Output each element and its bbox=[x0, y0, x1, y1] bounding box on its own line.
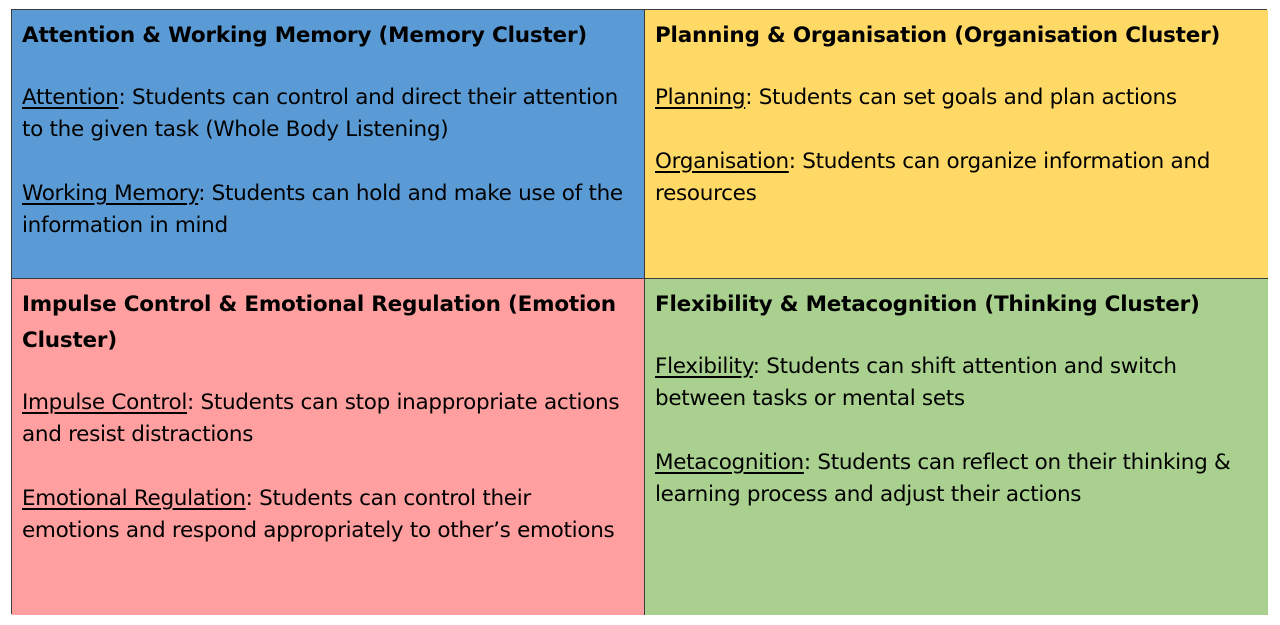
skill-description: Impulse Control: Students can stop inapp… bbox=[22, 387, 634, 451]
executive-function-grid: Attention & Working Memory (Memory Clust… bbox=[11, 9, 1268, 615]
skill-term: Organisation bbox=[655, 149, 789, 174]
skill-definition: : Students can stop inappropriate action… bbox=[22, 390, 620, 447]
skill-definition: : Students can shift attention and switc… bbox=[655, 354, 1177, 411]
skill-term: Flexibility bbox=[655, 354, 753, 379]
skill-description: Metacognition: Students can reflect on t… bbox=[655, 447, 1258, 511]
skill-description: Emotional Regulation: Students can contr… bbox=[22, 483, 634, 547]
skill-description: Flexibility: Students can shift attentio… bbox=[655, 351, 1258, 415]
skill-term: Attention bbox=[22, 85, 119, 110]
skill-term: Metacognition bbox=[655, 450, 804, 475]
thinking-cluster-quadrant: Flexibility & Metacognition (Thinking Cl… bbox=[645, 279, 1268, 615]
skill-term: Impulse Control bbox=[22, 390, 188, 415]
emotion-cluster-quadrant: Impulse Control & Emotional Regulation (… bbox=[12, 279, 645, 615]
skill-definition: : Students can reflect on their thinking… bbox=[655, 450, 1231, 507]
organisation-cluster-quadrant: Planning & Organisation (Organisation Cl… bbox=[645, 10, 1268, 279]
skill-term: Working Memory bbox=[22, 181, 199, 206]
skill-definition: : Students can organize information and … bbox=[655, 149, 1211, 206]
skill-definition: : Students can set goals and plan action… bbox=[745, 85, 1177, 110]
skill-description: Planning: Students can set goals and pla… bbox=[655, 82, 1258, 114]
skill-term: Emotional Regulation bbox=[22, 486, 246, 511]
quadrant-title: Planning & Organisation (Organisation Cl… bbox=[655, 23, 1221, 48]
skill-description: Attention: Students can control and dire… bbox=[22, 82, 634, 146]
skill-description: Working Memory: Students can hold and ma… bbox=[22, 178, 634, 242]
skill-term: Planning bbox=[655, 85, 746, 110]
skill-definition: : Students can control their emotions an… bbox=[22, 486, 615, 543]
skill-definition: : Students can hold and make use of the … bbox=[22, 181, 623, 238]
quadrant-title: Flexibility & Metacognition (Thinking Cl… bbox=[655, 292, 1200, 317]
quadrant-title: Impulse Control & Emotional Regulation (… bbox=[22, 292, 616, 353]
memory-cluster-quadrant: Attention & Working Memory (Memory Clust… bbox=[12, 10, 645, 279]
skill-description: Organisation: Students can organize info… bbox=[655, 146, 1258, 210]
skill-definition: : Students can control and direct their … bbox=[22, 85, 618, 142]
quadrant-title: Attention & Working Memory (Memory Clust… bbox=[22, 23, 587, 48]
